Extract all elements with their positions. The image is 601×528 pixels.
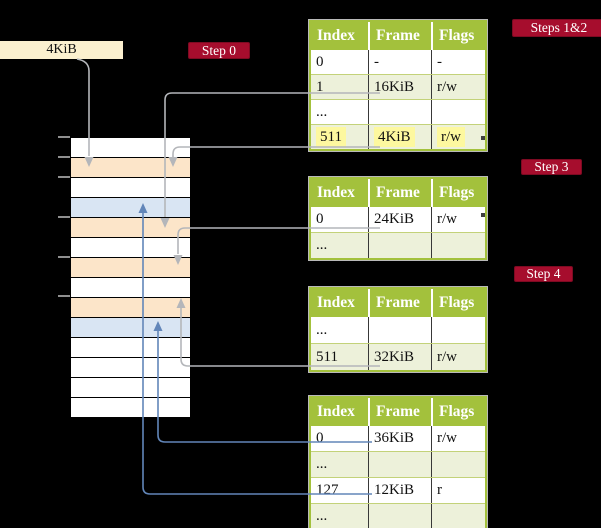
cell-flags [431, 504, 485, 528]
table-row: 0 24KiB r/w [311, 207, 485, 232]
table-row: 0 - - [311, 50, 485, 74]
table-header-row: Index Frame Flags [311, 289, 485, 317]
page-table-step-3: Index Frame Flags 0 24KiB r/w ... [308, 176, 488, 261]
cell-frame: 32KiB [368, 344, 431, 370]
memory-row [71, 338, 190, 358]
cell-frame [368, 100, 431, 124]
memory-row [71, 358, 190, 378]
memory-row-page-table [71, 158, 190, 178]
row-pointer-mark [481, 136, 485, 140]
step-3-badge: Step 3 [521, 159, 582, 175]
table-header-row: Index Frame Flags [311, 22, 485, 50]
memory-tick [58, 295, 70, 297]
cell-frame [368, 452, 431, 477]
cell-index: 511 [316, 349, 338, 365]
cell-index: ... [316, 322, 328, 338]
memory-row-page-table [71, 218, 190, 238]
step-4-badge: Step 4 [514, 266, 573, 282]
frame-size-label: 4KiB [0, 41, 123, 59]
column-header-index: Index [317, 184, 355, 201]
cell-frame: 4KiB [368, 125, 431, 149]
table-row: 127 12KiB r [311, 477, 485, 503]
cell-flags: r/w [431, 426, 485, 451]
column-header-frame: Frame [368, 398, 431, 426]
memory-row [71, 278, 190, 298]
table-header-row: Index Frame Flags [311, 179, 485, 207]
page-table-step-4-upper: Index Frame Flags ... 511 32KiB r/w [308, 286, 488, 373]
cell-frame [368, 233, 431, 258]
table-row: ... [311, 99, 485, 124]
cell-frame [368, 317, 431, 343]
memory-row-page-table [71, 258, 190, 278]
cell-flags: r/w [431, 207, 485, 232]
table-row: ... [311, 317, 485, 343]
cell-index: ... [316, 104, 328, 120]
memory-row-data-page [71, 198, 190, 218]
cell-index: 127 [316, 482, 339, 498]
memory-row-page-table [71, 298, 190, 318]
cell-flags: r/w [431, 125, 485, 149]
memory-row [71, 398, 190, 417]
cell-flags: - [431, 50, 485, 74]
cell-index: ... [316, 508, 328, 524]
memory-row [71, 178, 190, 198]
column-header-frame: Frame [368, 289, 431, 317]
column-header-index: Index [317, 403, 355, 420]
memory-tick [58, 256, 70, 258]
memory-tick [58, 136, 70, 138]
cell-flags [431, 100, 485, 124]
cell-frame: 36KiB [368, 426, 431, 451]
highlight: r/w [437, 127, 465, 147]
column-header-frame: Frame [368, 179, 431, 207]
memory-tick [58, 156, 70, 158]
memory-row-data-page [71, 318, 190, 338]
cell-flags [431, 452, 485, 477]
cell-flags [431, 317, 485, 343]
cell-frame [368, 504, 431, 528]
column-header-frame: Frame [368, 22, 431, 50]
cell-index: 0 [316, 211, 324, 227]
steps-1-2-badge: Steps 1&2 [512, 19, 601, 37]
cell-flags: r/w [431, 75, 485, 99]
cell-flags [431, 233, 485, 258]
cell-flags: r/w [431, 344, 485, 370]
cell-index: ... [316, 456, 328, 472]
row-pointer-mark [481, 213, 485, 217]
memory-tick [58, 176, 70, 178]
memory-row [71, 378, 190, 398]
cell-frame: 12KiB [368, 478, 431, 503]
cell-frame: - [368, 50, 431, 74]
column-header-flags: Flags [431, 22, 485, 50]
memory-row [71, 238, 190, 258]
column-header-flags: Flags [431, 398, 485, 426]
step-0-badge: Step 0 [188, 42, 250, 59]
table-row-highlighted: 511 4KiB r/w [311, 124, 485, 149]
page-table-step-4-lower: Index Frame Flags 0 36KiB r/w ... 127 12… [308, 395, 488, 528]
table-row: ... [311, 232, 485, 258]
table-row: ... [311, 503, 485, 528]
cell-index: 1 [316, 79, 324, 95]
table-header-row: Index Frame Flags [311, 398, 485, 426]
highlight: 4KiB [374, 127, 415, 147]
table-row: ... [311, 451, 485, 477]
cell-index: ... [316, 237, 328, 253]
cell-index: 0 [316, 430, 324, 446]
highlight: 511 [316, 127, 346, 147]
page-table-steps-1-2: Index Frame Flags 0 - - 1 16KiB r/w ... … [308, 19, 488, 152]
table-row: 1 16KiB r/w [311, 74, 485, 99]
cell-flags: r [431, 478, 485, 503]
column-header-index: Index [317, 294, 355, 311]
physical-memory-column [70, 137, 191, 418]
column-header-index: Index [317, 27, 355, 44]
column-header-flags: Flags [431, 289, 485, 317]
column-header-flags: Flags [431, 179, 485, 207]
cell-index: 0 [316, 54, 324, 70]
table-row: 0 36KiB r/w [311, 426, 485, 451]
memory-row [71, 138, 190, 158]
table-row: 511 32KiB r/w [311, 343, 485, 370]
cell-index: 511 [311, 125, 368, 149]
cell-frame: 16KiB [368, 75, 431, 99]
cell-frame: 24KiB [368, 207, 431, 232]
memory-tick [58, 216, 70, 218]
